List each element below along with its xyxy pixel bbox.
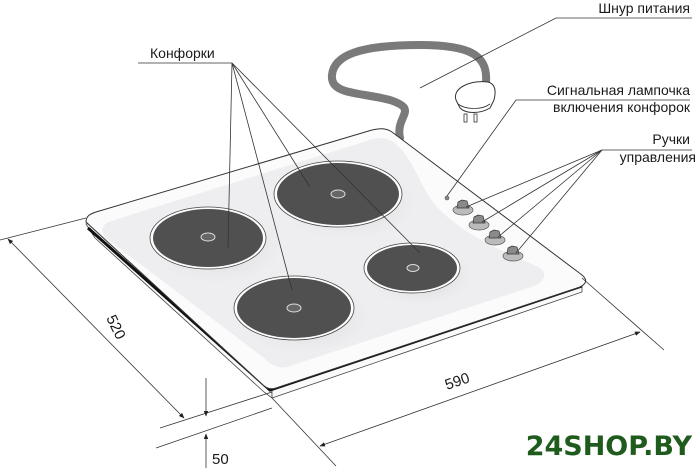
power-cord xyxy=(328,40,491,142)
dimension-height xyxy=(155,378,273,468)
knob-2[interactable] xyxy=(468,214,490,231)
power-plug xyxy=(454,81,496,123)
power-cord-leader xyxy=(419,17,692,89)
burner-front-right xyxy=(359,242,471,304)
label-power-cord: Шнур питания xyxy=(598,0,690,16)
knob-1[interactable] xyxy=(452,199,474,216)
label-knobs-line1: Ручки xyxy=(652,131,690,147)
knob-3[interactable] xyxy=(484,229,506,246)
burners-leaders xyxy=(138,62,421,291)
dimension-width-value: 590 xyxy=(443,370,472,394)
watermark: 24SHOP.BY xyxy=(526,431,693,462)
knob-4[interactable] xyxy=(502,245,524,262)
indicator-lamp xyxy=(444,195,450,201)
label-knobs-line2: управления xyxy=(620,149,696,165)
dimension-height-value: 50 xyxy=(212,451,229,468)
label-indicator-line2: включения конфорок xyxy=(553,99,691,115)
dimension-width xyxy=(271,277,665,467)
burner-front-left xyxy=(228,275,368,352)
knobs-leaders xyxy=(465,149,692,254)
dimension-depth-value: 520 xyxy=(102,312,128,342)
burner-rear-left xyxy=(144,206,280,282)
indicator-leader xyxy=(446,99,690,197)
dimension-depth xyxy=(0,217,273,429)
label-burners: Конфорки xyxy=(150,45,215,61)
label-indicator-line1: Сигнальная лампочка xyxy=(547,82,690,98)
